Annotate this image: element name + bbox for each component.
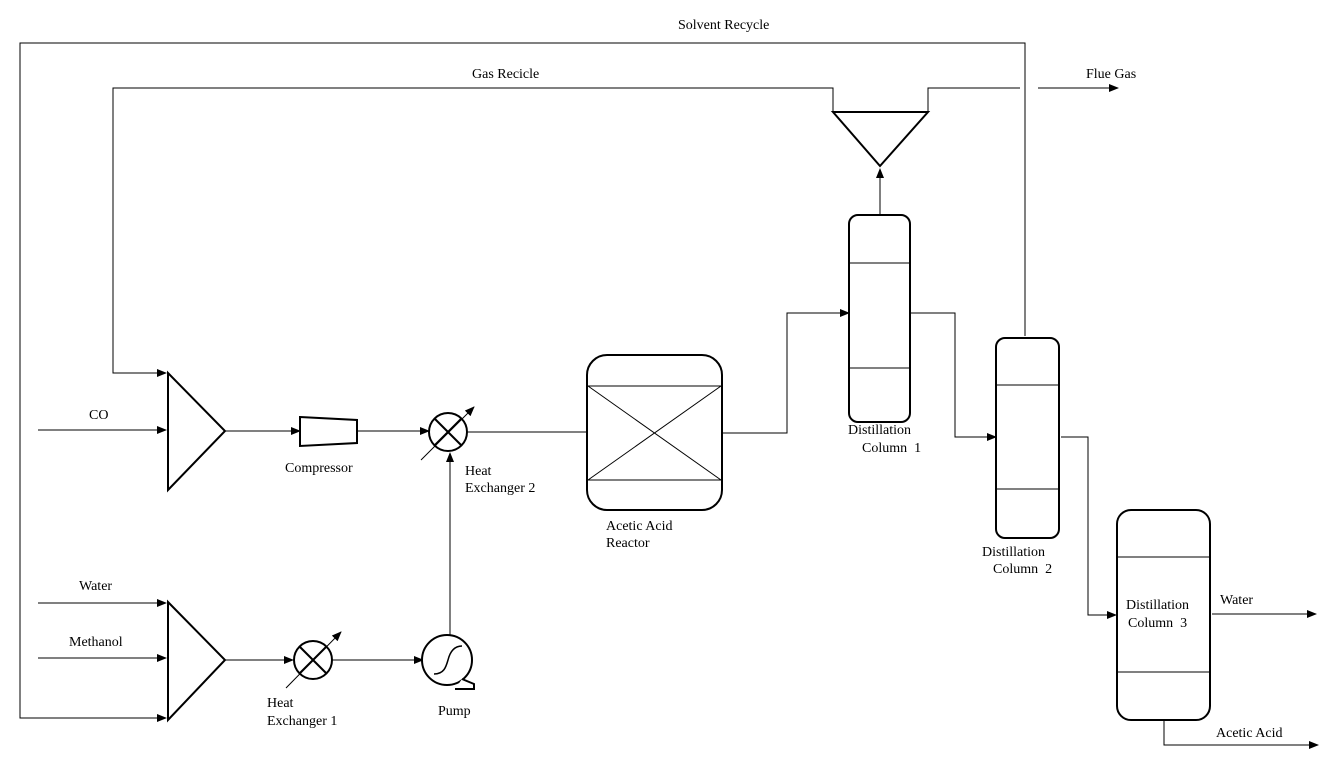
heat-exchanger-2-label-line2: Exchanger 2 (465, 481, 535, 496)
distillation-column-1 (848, 214, 911, 423)
methanol-feed-label: Methanol (69, 635, 123, 650)
compressor-label: Compressor (285, 461, 353, 476)
co-feed-label: CO (89, 408, 108, 423)
heat-exchanger-1-label-line2: Exchanger 1 (267, 714, 337, 729)
gas-recycle-line (112, 87, 834, 377)
acetic-acid-product-line (1163, 721, 1319, 749)
water-product-label: Water (1220, 593, 1253, 608)
distillation-column-2 (995, 337, 1060, 539)
acetic-acid-product-label: Acetic Acid (1216, 726, 1282, 741)
distillation-column-3 (1116, 509, 1211, 721)
flue-gas-label: Flue Gas (1086, 67, 1136, 82)
column-3-label-line2: Column 3 (1128, 616, 1187, 631)
reactor-label-line2: Reactor (606, 536, 650, 551)
column-2-label-line2: Column 2 (993, 562, 1052, 577)
water-feed-label: Water (79, 579, 112, 594)
heat-exchanger-1-symbol (285, 631, 342, 689)
flue-gas-line-a (927, 87, 1020, 112)
solvent-recycle-line (19, 42, 1026, 722)
mixer-2 (167, 599, 227, 723)
compressor (299, 415, 358, 448)
column2-to-column3-line (1061, 436, 1117, 619)
mixer-1 (167, 370, 227, 493)
pump-symbol (421, 634, 475, 690)
solvent-recycle-label: Solvent Recycle (678, 18, 769, 33)
pump-label: Pump (438, 704, 471, 719)
column-2-label-line1: Distillation (982, 545, 1045, 560)
heat-exchanger-1-label-line1: Heat (267, 696, 294, 711)
heat-exchanger-2-label-line1: Heat (465, 464, 492, 479)
column-3-label-line1: Distillation (1126, 598, 1189, 613)
heat-exchanger-2-symbol (420, 406, 475, 461)
column1-to-column2-line (911, 312, 997, 441)
gas-splitter (830, 111, 931, 168)
reactor-to-column1-line (722, 309, 850, 434)
gas-recycle-label: Gas Recicle (472, 67, 539, 82)
column-1-label-line2: Column 1 (862, 441, 921, 456)
acetic-acid-reactor (586, 354, 723, 511)
reactor-label-line1: Acetic Acid (606, 519, 672, 534)
column-1-label-line1: Distillation (848, 423, 911, 438)
